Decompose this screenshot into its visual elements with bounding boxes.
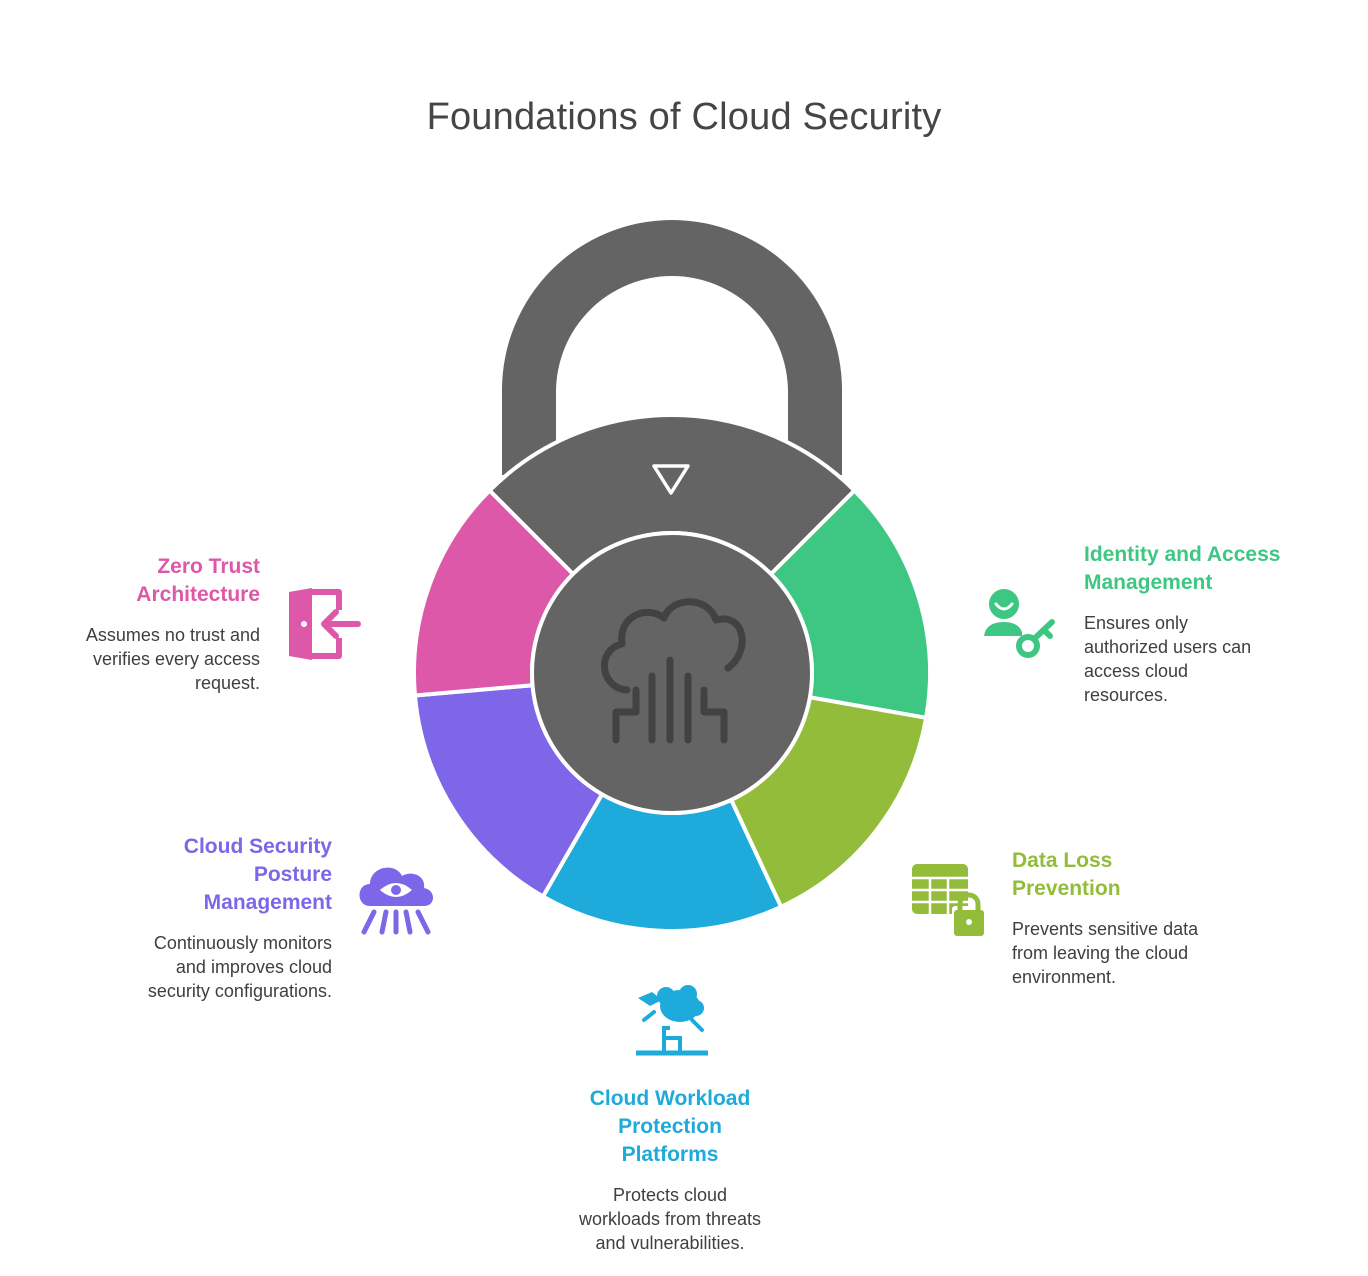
desc-line: Prevents sensitive data: [1012, 919, 1199, 939]
posture-desc: Continuously monitors and improves cloud…: [72, 931, 332, 1003]
posture-heading: Cloud Security Posture Management: [72, 833, 332, 917]
desc-line: Ensures only: [1084, 613, 1189, 633]
workload-heading: Cloud Workload Protection Platforms: [540, 1085, 800, 1169]
sheep-jump-icon: [636, 985, 708, 1056]
heading-line: Cloud Workload: [589, 1087, 751, 1110]
user-key-icon: [984, 589, 1055, 658]
cloud-circuit-icon: [601, 598, 746, 744]
heading-line: Cloud Security: [183, 835, 332, 858]
workload-block: Cloud Workload Protection Platforms Prot…: [540, 1085, 800, 1255]
data-loss-heading: Data Loss Prevention: [1012, 847, 1272, 903]
desc-line: Continuously monitors: [153, 933, 332, 953]
heading-line: Management: [203, 891, 332, 914]
desc-line: access cloud: [1084, 661, 1189, 681]
data-loss-block: Data Loss Prevention Prevents sensitive …: [1012, 847, 1272, 989]
desc-line: and improves cloud: [175, 957, 332, 977]
page-title: Foundations of Cloud Security: [426, 96, 942, 138]
padlock-shackle: [502, 220, 842, 475]
desc-line: Assumes no trust and: [85, 625, 260, 645]
zero-trust-heading: Zero Trust Architecture: [40, 553, 260, 609]
desc-line: environment.: [1012, 967, 1117, 987]
heading-line: Management: [1084, 571, 1213, 594]
desc-line: authorized users can: [1084, 637, 1252, 657]
desc-line: and vulnerabilities.: [595, 1233, 745, 1253]
identity-desc: Ensures only authorized users can access…: [1084, 611, 1344, 707]
workload-desc: Protects cloud workloads from threats an…: [540, 1183, 800, 1255]
desc-line: from leaving the cloud: [1012, 943, 1189, 963]
heading-line: Protection: [618, 1115, 722, 1138]
identity-block: Identity and Access Management Ensures o…: [1084, 541, 1344, 707]
desc-line: workloads from threats: [578, 1209, 762, 1229]
heading-line: Posture: [253, 863, 332, 886]
heading-line: Architecture: [136, 583, 260, 606]
desc-line: resources.: [1084, 685, 1169, 705]
desc-line: request.: [194, 673, 260, 693]
heading-line: Identity and Access: [1084, 543, 1281, 566]
table-lock-icon: [912, 864, 986, 936]
identity-heading: Identity and Access Management: [1084, 541, 1344, 597]
cloud-eye-icon: [359, 867, 433, 935]
desc-line: verifies every access: [92, 649, 260, 669]
heading-line: Platforms: [621, 1143, 719, 1166]
zero-trust-block: Zero Trust Architecture Assumes no trust…: [40, 553, 260, 695]
zero-trust-desc: Assumes no trust and verifies every acce…: [40, 623, 260, 695]
heading-line: Prevention: [1012, 877, 1121, 900]
door-enter-icon: [289, 588, 361, 660]
desc-line: Protects cloud: [612, 1185, 728, 1205]
posture-block: Cloud Security Posture Management Contin…: [72, 833, 332, 1003]
heading-line: Zero Trust: [157, 555, 260, 578]
data-loss-desc: Prevents sensitive data from leaving the…: [1012, 917, 1272, 989]
heading-line: Data Loss: [1012, 849, 1113, 872]
desc-line: security configurations.: [147, 981, 332, 1001]
triangle-down-icon: [652, 464, 690, 495]
